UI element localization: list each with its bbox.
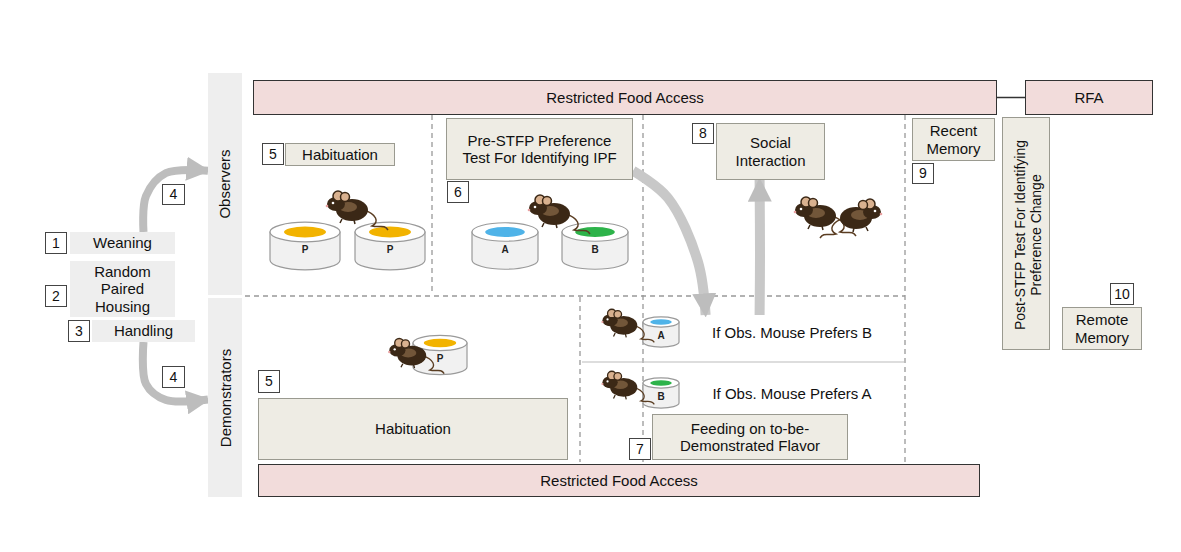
- group-band: Demonstrators: [208, 298, 242, 497]
- callout-number: 4: [170, 369, 178, 385]
- flow-arrow: [143, 342, 208, 402]
- callout-number: 7: [636, 441, 644, 457]
- mouse-figure: [326, 191, 388, 230]
- condition-box: If Obs. Mouse Prefers B: [684, 315, 900, 350]
- mouse-figure: [820, 199, 882, 238]
- callout-number: 2: [45, 285, 67, 307]
- callout-number: 1: [45, 232, 67, 254]
- food-bowl: [270, 222, 340, 270]
- box-text: Remote Memory: [1068, 311, 1136, 346]
- step-box: Habituation: [285, 143, 395, 166]
- food-access-box: RFA: [1025, 80, 1153, 115]
- divider-line: [431, 115, 432, 295]
- bowl-label: A: [657, 330, 664, 341]
- box-text: Weaning: [93, 234, 152, 251]
- step-box: Weaning: [70, 232, 175, 254]
- box-text: RFA: [1074, 89, 1103, 106]
- box-text: If Obs. Mouse Prefers B: [712, 324, 872, 341]
- divider-line: [579, 297, 580, 462]
- divider-line: [245, 295, 905, 296]
- box-text: Feeding on to-be-Demonstrated Flavor: [658, 420, 842, 455]
- box-text: Handling: [114, 322, 173, 339]
- callout-number: 6: [447, 181, 469, 203]
- step-box: Pre-STFP Preference Test For Identifying…: [446, 118, 633, 180]
- box-text: Social Interaction: [722, 134, 819, 169]
- callout-number: 8: [692, 123, 714, 144]
- box-text: Recent Memory: [918, 122, 989, 157]
- vertical-label: Post-STFP Test For Identifying Preferenc…: [1003, 118, 1051, 351]
- food-bowl: [643, 378, 679, 408]
- callout-number: 5: [265, 373, 273, 389]
- callout-number: 7: [629, 438, 651, 460]
- divider-line: [642, 115, 643, 462]
- flow-arrow: [755, 180, 765, 315]
- callout-number: 8: [699, 125, 707, 141]
- flow-arrow: [143, 170, 208, 232]
- callout-number: 2: [52, 288, 60, 304]
- mouse-figure: [601, 371, 654, 404]
- box-text: If Obs. Mouse Prefers A: [712, 385, 871, 402]
- bowl-label: P: [387, 244, 394, 255]
- callout-number: 9: [919, 165, 927, 181]
- flow-arrow: [997, 97, 1025, 99]
- callout-number: 3: [75, 323, 83, 339]
- mouse-figure: [601, 309, 654, 342]
- callout-number: 1: [52, 235, 60, 251]
- condition-box: If Obs. Mouse Prefers A: [684, 376, 900, 411]
- step-box: Recent Memory: [912, 118, 995, 161]
- step-box: Random Paired Housing: [70, 261, 175, 317]
- vertical-label: Demonstrators: [208, 298, 242, 497]
- callout-number: 5: [262, 143, 284, 165]
- step-box: Post-STFP Test For Identifying Preferenc…: [1002, 117, 1050, 350]
- box-text: Restricted Food Access: [540, 472, 698, 489]
- box-text: Habituation: [375, 420, 451, 437]
- callout-number: 4: [170, 186, 178, 202]
- bowl-label: A: [501, 244, 508, 255]
- callout-number: 4: [162, 366, 185, 388]
- callout-number: 10: [1114, 286, 1130, 302]
- vertical-label: Observers: [208, 73, 242, 295]
- bowl-label: P: [302, 244, 309, 255]
- food-bowl: [562, 223, 628, 269]
- food-bowl: [355, 222, 425, 270]
- flow-arrow: [633, 171, 706, 315]
- step-box: Handling: [92, 320, 195, 342]
- callout-number: 5: [258, 370, 280, 393]
- box-text: Random Paired Housing: [75, 263, 170, 315]
- bowl-label: B: [657, 391, 664, 402]
- bowl-label: P: [437, 352, 444, 363]
- callout-number: 10: [1110, 283, 1134, 305]
- callout-number: 4: [162, 184, 185, 205]
- step-box: Social Interaction: [716, 123, 825, 180]
- callout-number: 9: [912, 163, 934, 184]
- step-box: Remote Memory: [1062, 307, 1142, 350]
- step-box: Feeding on to-be-Demonstrated Flavor: [652, 414, 848, 460]
- callout-number: 3: [68, 320, 90, 342]
- food-bowl: [643, 317, 679, 347]
- food-bowl: [472, 223, 538, 269]
- mouse-figure: [388, 339, 444, 374]
- divider-line: [904, 115, 905, 462]
- group-band: Observers: [208, 73, 242, 295]
- bowl-label: B: [591, 244, 598, 255]
- food-access-bar: Restricted Food Access: [253, 80, 997, 115]
- box-text: Habituation: [302, 146, 378, 163]
- box-text: Pre-STFP Preference Test For Identifying…: [452, 132, 627, 167]
- divider-line: [582, 362, 905, 363]
- box-text: Restricted Food Access: [546, 89, 704, 106]
- step-box: Habituation: [258, 398, 568, 460]
- food-access-bar: Restricted Food Access: [258, 464, 980, 497]
- mouse-figure: [528, 195, 590, 234]
- callout-number: 6: [454, 184, 462, 200]
- callout-number: 5: [269, 146, 277, 162]
